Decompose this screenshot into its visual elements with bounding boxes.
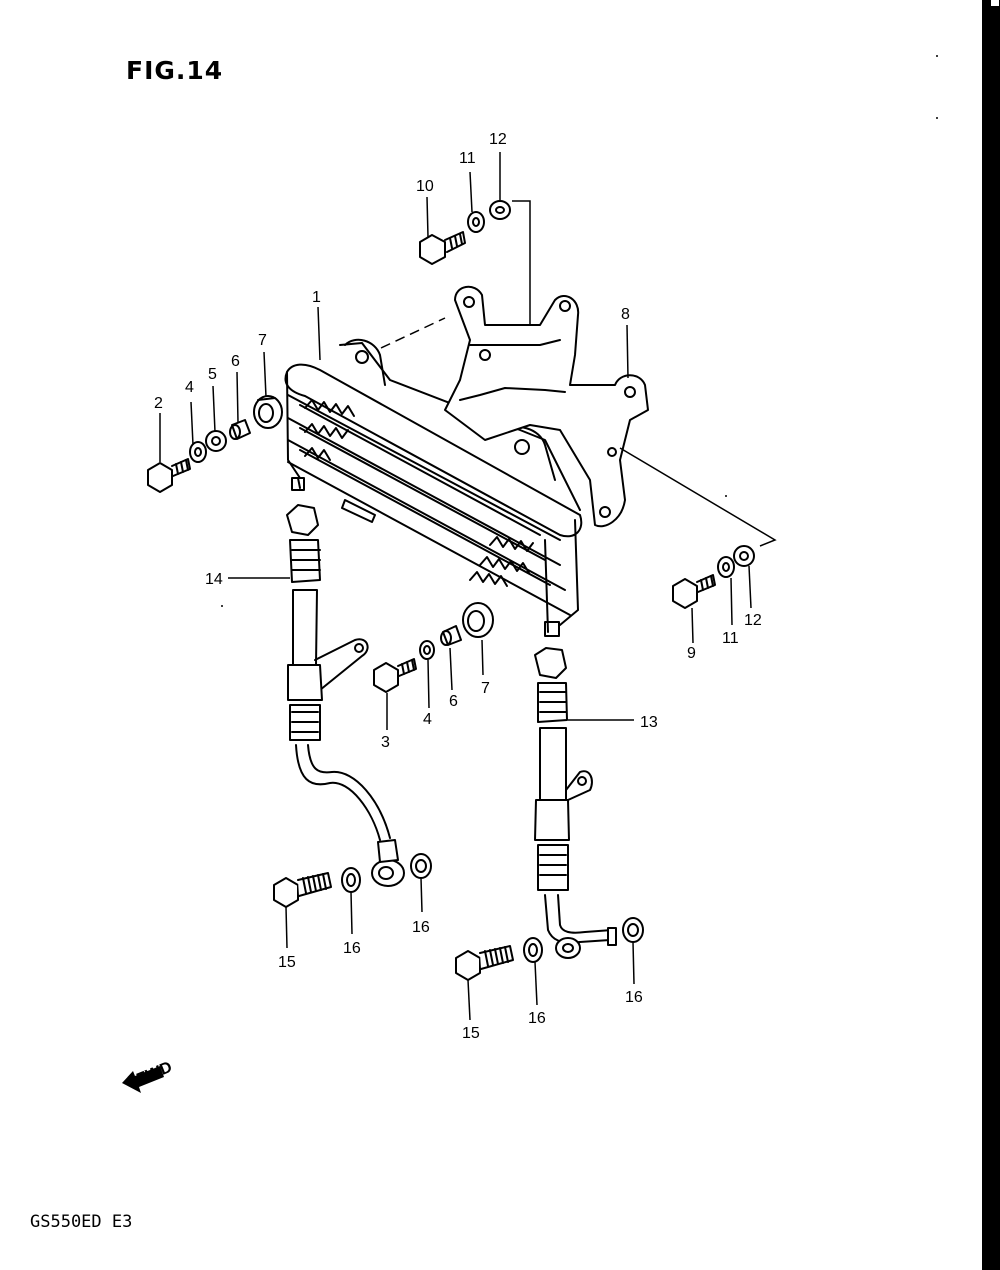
gasket-16-c — [523, 937, 543, 963]
callout-labels: 1 2 4 5 6 7 8 10 11 12 14 13 3 4 6 7 9 1… — [154, 131, 762, 1042]
oil-cooler-core — [284, 338, 583, 637]
washer-12-right — [733, 545, 755, 567]
model-code: GS550ED E3 — [30, 1212, 133, 1232]
callout-16-d: 16 — [625, 989, 643, 1006]
collar-6-lower — [440, 625, 462, 646]
callout-15-right: 15 — [462, 1025, 480, 1042]
callout-16-c: 16 — [528, 1010, 546, 1027]
gasket-16-b — [410, 853, 432, 879]
gasket-16-a — [341, 867, 361, 893]
corner-mark — [991, 0, 999, 6]
washer-5 — [205, 430, 227, 452]
washer-4-lower — [419, 640, 435, 660]
callout-6-left: 6 — [231, 353, 240, 370]
washer-4-left — [189, 441, 207, 463]
callout-7-lower: 7 — [481, 680, 490, 697]
callout-2: 2 — [154, 395, 163, 412]
callout-10: 10 — [416, 178, 434, 195]
callout-15-left: 15 — [278, 954, 296, 971]
grommet-7-lower — [462, 602, 494, 638]
callout-3: 3 — [381, 734, 390, 751]
bolt-3 — [373, 658, 417, 693]
oil-cooler-bracket — [444, 285, 649, 528]
bolt-10-top — [419, 231, 466, 265]
callout-14: 14 — [205, 571, 223, 588]
callout-16-a: 16 — [343, 940, 361, 957]
callout-5: 5 — [208, 366, 217, 383]
callout-4-left: 4 — [185, 379, 194, 396]
bolt-2 — [147, 458, 191, 493]
callout-13: 13 — [640, 714, 658, 731]
gasket-16-d — [622, 917, 644, 943]
callout-16-b: 16 — [412, 919, 430, 936]
washer-12-top — [489, 200, 511, 220]
callout-1: 1 — [312, 289, 321, 306]
leader-lines — [159, 152, 777, 1021]
union-bolt-15-right — [455, 945, 514, 981]
bolt-9 — [672, 574, 716, 609]
washer-11-right — [717, 556, 735, 578]
callout-11-right: 11 — [722, 630, 739, 647]
scan-specks — [221, 55, 938, 607]
callout-9: 9 — [687, 645, 696, 662]
oil-hose-13 — [534, 647, 617, 959]
callout-6-lower: 6 — [449, 693, 458, 710]
forward-arrow-icon: FWD — [122, 1059, 175, 1093]
fwd-label: FWD — [134, 1059, 174, 1088]
collar-6-left — [229, 419, 251, 440]
oil-hose-14 — [286, 504, 405, 887]
callout-12-right: 12 — [744, 612, 762, 629]
washer-11-top — [467, 211, 485, 233]
union-bolt-15-left — [273, 872, 332, 908]
scan-edge-border — [982, 0, 1000, 1270]
callout-11-top: 11 — [459, 150, 476, 167]
callout-4-lower: 4 — [423, 711, 432, 728]
figure-title: FIG.14 — [126, 56, 224, 85]
callout-8: 8 — [621, 306, 630, 323]
callout-7-left: 7 — [258, 332, 267, 349]
grommet-7-left — [253, 395, 283, 429]
callout-12-top: 12 — [489, 131, 507, 148]
